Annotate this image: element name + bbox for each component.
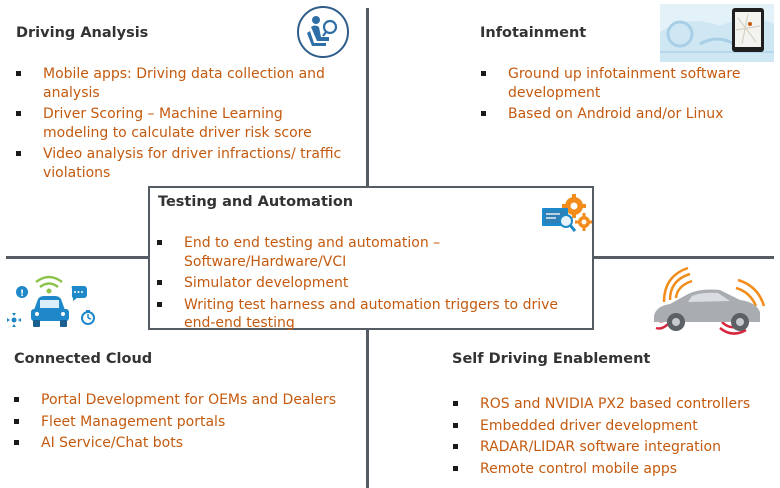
list-item: Embedded driver development — [453, 417, 773, 436]
list-item: RADAR/LIDAR software integration — [453, 438, 773, 457]
list-item: Portal Development for OEMs and Dealers — [14, 391, 354, 410]
horizontal-divider-left — [6, 256, 148, 259]
testing-automation-box — [148, 186, 594, 330]
connected-cloud-list: Portal Development for OEMs and Dealers … — [14, 391, 354, 456]
horizontal-divider-right — [594, 256, 774, 259]
infotainment-title: Infotainment — [480, 25, 587, 41]
car-dashboard-tablet-icon — [660, 4, 774, 66]
infotainment-list: Ground up infotainment software developm… — [481, 65, 766, 127]
list-item: Ground up infotainment software developm… — [481, 65, 766, 102]
list-item: Remote control mobile apps — [453, 460, 773, 479]
self-driving-title: Self Driving Enablement — [452, 351, 651, 367]
list-item: AI Service/Chat bots — [14, 434, 354, 453]
list-item: End to end testing and automation – Soft… — [157, 234, 587, 271]
connected-cloud-title: Connected Cloud — [14, 351, 153, 367]
list-item: Video analysis for driver infractions/ t… — [16, 145, 351, 182]
list-item: Writing test harness and automation trig… — [157, 296, 587, 333]
testing-automation-title: Testing and Automation — [158, 194, 354, 210]
vertical-divider-bottom — [366, 330, 369, 488]
list-item: ROS and NVIDIA PX2 based controllers — [453, 395, 773, 414]
list-item: Based on Android and/or Linux — [481, 105, 766, 124]
list-item: Fleet Management portals — [14, 413, 354, 432]
gears-monitor-icon — [540, 192, 592, 240]
car-sensor-icon — [640, 266, 774, 344]
svg-text:!: ! — [20, 289, 24, 299]
connected-car-icon: ! — [2, 272, 102, 336]
list-item: Simulator development — [157, 274, 587, 293]
driver-steering-icon — [296, 5, 350, 63]
driving-analysis-list: Mobile apps: Driving data collection and… — [16, 65, 351, 185]
list-item: Driver Scoring – Machine Learning modeli… — [16, 105, 351, 142]
testing-automation-list: End to end testing and automation – Soft… — [157, 234, 587, 336]
driving-analysis-title: Driving Analysis — [16, 25, 149, 41]
vertical-divider-top — [366, 8, 369, 188]
self-driving-list: ROS and NVIDIA PX2 based controllers Emb… — [453, 395, 773, 481]
list-item: Mobile apps: Driving data collection and… — [16, 65, 351, 102]
